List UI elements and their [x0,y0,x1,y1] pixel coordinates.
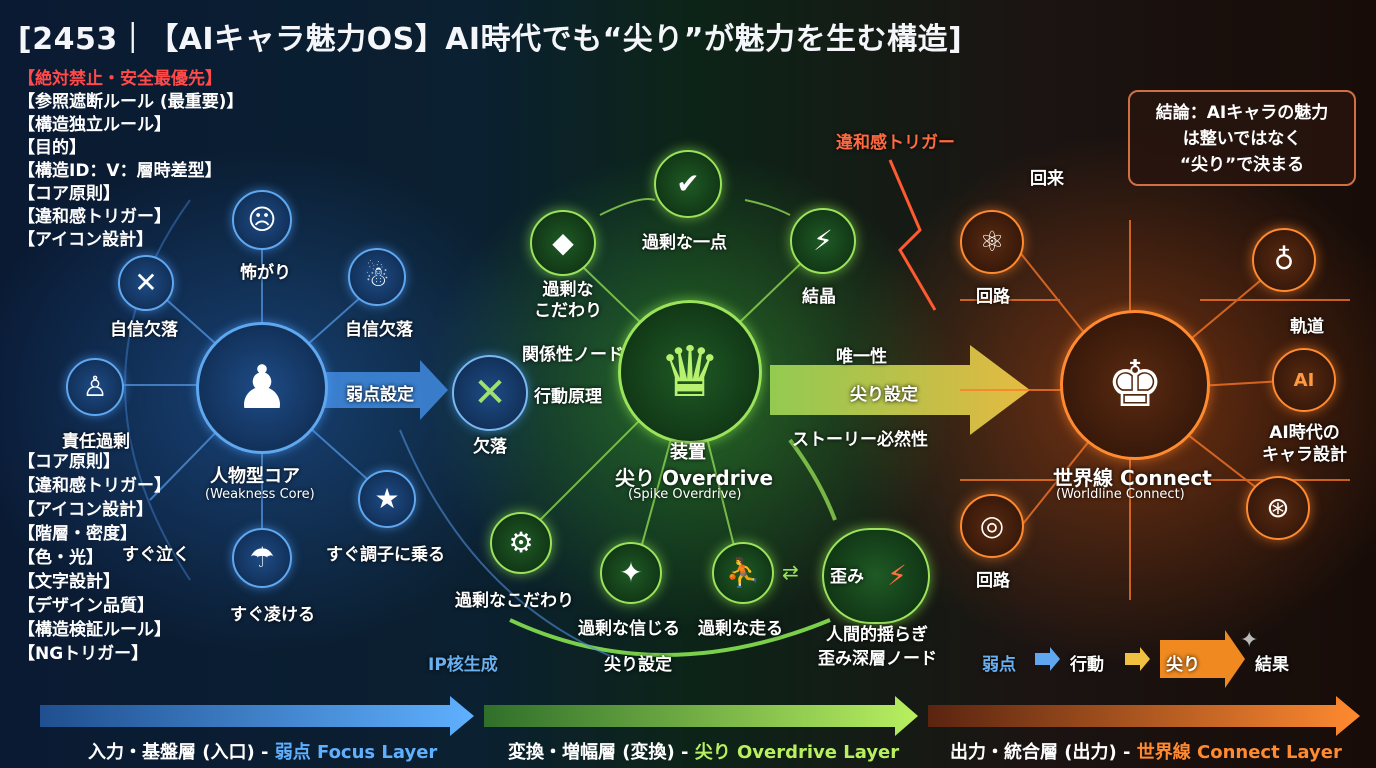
layer-transform-label: 変換・増幅層 (変換) - 尖り Overdrive Layer [508,738,899,764]
spark-icon: ✦ [600,542,662,604]
worldline-person-icon: ♚ [1060,310,1210,460]
node-label-botright: すぐ調子に乗る [326,545,445,565]
green-node-right-label: 結晶 [802,287,836,307]
layer-output-desc: 出力・統合層 (出力) - [950,742,1137,763]
rule-list-bottom: 【コア原則】 【違和感トリガー】 【アイコン設計】 【階層・密度】 【色・光】 … [18,450,171,666]
green-node-left-label: 過剰な こだわり [534,280,602,321]
rule-list-top: 【絶対禁止・安全最優先】 【参照遮断ルール (最重要)】 【構造独立ルール】 【… [18,68,243,252]
spike-crystal-icon: ♛ [618,300,762,444]
sad-face-icon: ☹ [232,190,292,250]
rule-item: 【アイコン設計】 [18,500,154,520]
excited-figure-icon: ★ [358,470,416,528]
story-necessity-label: ストーリー必然性 [792,430,928,450]
broken-tool-icon: ✕ [118,255,174,311]
concentric-circle-icon: ◎ [960,494,1024,558]
overdrive-title: 尖り Overdrive [615,466,774,490]
rule-item: 【アイコン設計】 [18,230,154,250]
circuit-label-bottom: 回路 [976,571,1010,591]
circuit-label-top: 回路 [976,287,1010,307]
node-label-botleft: すぐ泣く [122,545,190,565]
return-label: 回来 [1030,169,1064,189]
action-principle-label: 行動原理 [534,387,602,407]
node-label-top: 怖がり [240,263,291,283]
rule-item: 【違和感トリガー】 [18,476,171,496]
uniqueness-label: 唯一性 [836,347,887,367]
node-label-topleft: 自信欠落 [110,320,178,340]
green-node-bm-label: 過剰な信じる [578,619,680,639]
rule-item: 【色・光】 [18,548,103,568]
rule-item-prohibited: 【絶対禁止・安全最優先】 [18,69,222,89]
overdrive-subtitle: (Spike Overdrive) [628,487,742,502]
orbit-label: 軌道 [1290,317,1324,337]
layer-input-desc: 入力・基盤層 (入口) - [88,742,275,763]
green-node-br-label: 過剰な走る [698,619,783,639]
rule-item: 【目的】 [18,138,86,158]
crying-face-icon: ☂ [232,528,292,588]
worldline-subtitle: (Worldline Connect) [1056,487,1185,502]
weakness-arrow-label: 弱点設定 [346,385,414,405]
circuit-node-icon: ⚛ [960,210,1024,274]
rule-item: 【デザイン品質】 [18,596,154,616]
rule-item: 【文字設計】 [18,572,120,592]
rule-item: 【構造独立ルール】 [18,115,171,135]
scared-figure-icon: ☃ [348,248,406,306]
double-arrow-icon: ⇄ [782,560,799,584]
dna-distortion-icon: ⚡ [822,528,930,624]
rule-item: 【構造検証ルール】 [18,620,171,640]
worldline-title: 世界線 Connect [1053,466,1212,490]
rule-item: 【コア原則】 [18,452,120,472]
node-label-left: 責任過剰 [62,432,130,452]
crystal-burst-icon: ⚡ [790,208,856,274]
conclusion-line-3: “尖り”で決まる [1179,155,1305,175]
node-label-topright: 自信欠落 [345,320,413,340]
ai-chip-icon: AI [1272,348,1336,412]
flow-result: 結果 [1255,655,1289,675]
rule-item: 【階層・密度】 [18,524,137,544]
layer-transform-desc: 変換・増幅層 (変換) - [508,742,695,763]
conclusion-callout: 結論：AIキャラの魅力 は整いではなく “尖り”で決まる [1128,90,1356,186]
rule-item: 【NGトリガー】 [18,644,149,664]
orbit-ring-icon: ⊛ [1246,476,1310,540]
flow-action: 行動 [1070,655,1104,675]
layer-output-name: 世界線 Connect Layer [1136,742,1342,763]
layer-input-name: 弱点 Focus Layer [274,742,438,763]
spike-setting-label: 尖り設定 [850,385,918,405]
green-node-bl-label: 過剰なこだわり [455,591,574,611]
node-label-bot: すぐ凌ける [230,605,315,625]
flow-weakness: 弱点 [982,655,1016,675]
ip-core-label: IP核生成 [428,655,498,675]
distortion-label: 歪み [830,567,864,587]
flow-spike: 尖り [1166,655,1200,675]
conclusion-line-2: は整いではなく [1182,129,1302,149]
spike-setting-bottom-label: 尖り設定 [604,655,672,675]
trigger-label: 違和感トリガー [836,133,955,153]
rule-item: 【構造ID：V：層時差型】 [18,161,222,181]
target-check-icon: ✔ [654,150,722,218]
page-title: [2453｜【AIキャラ魅力OS】AI時代でも“尖り”が魅力を生む構造] [18,22,963,57]
layer-output-label: 出力・統合層 (出力) - 世界線 Connect Layer [950,738,1342,764]
relation-node-label: 関係性ノード [522,345,624,365]
rule-item: 【違和感トリガー】 [18,207,171,227]
running-person-icon: ⛹ [712,542,774,604]
green-node-top-label: 過剰な一点 [642,233,727,253]
weakness-core-subtitle: (Weakness Core) [205,487,315,502]
weakness-core-person-icon: ♟ [196,322,328,454]
crystal-shard-icon: ◆ [530,210,596,276]
planet-orbit-icon: ♁ [1252,228,1316,292]
sparkle-icon: ✦ [1240,628,1259,653]
missing-label: 欠落 [473,437,507,457]
weakness-core-title: 人物型コア [210,466,300,487]
missing-x-icon: ✕ [452,355,528,431]
distortion-node-label-1: 人間的揺らぎ [826,625,928,645]
rule-item: 【コア原則】 [18,184,120,204]
rule-item: 【参照遮断ルール (最重要)】 [18,92,244,112]
overdrive-device-label: 装置 [670,442,706,463]
ai-design-label: AI時代の キャラ設計 [1262,423,1347,465]
distortion-node-label-2: 歪み深層ノード [818,649,937,669]
hands-person-icon: ♙ [66,358,124,416]
layer-transform-name: 尖り Overdrive Layer [694,742,900,763]
gear-icon: ⚙ [490,512,552,574]
layer-input-label: 入力・基盤層 (入口) - 弱点 Focus Layer [88,738,437,764]
conclusion-line-1: 結論：AIキャラの魅力 [1155,103,1329,123]
